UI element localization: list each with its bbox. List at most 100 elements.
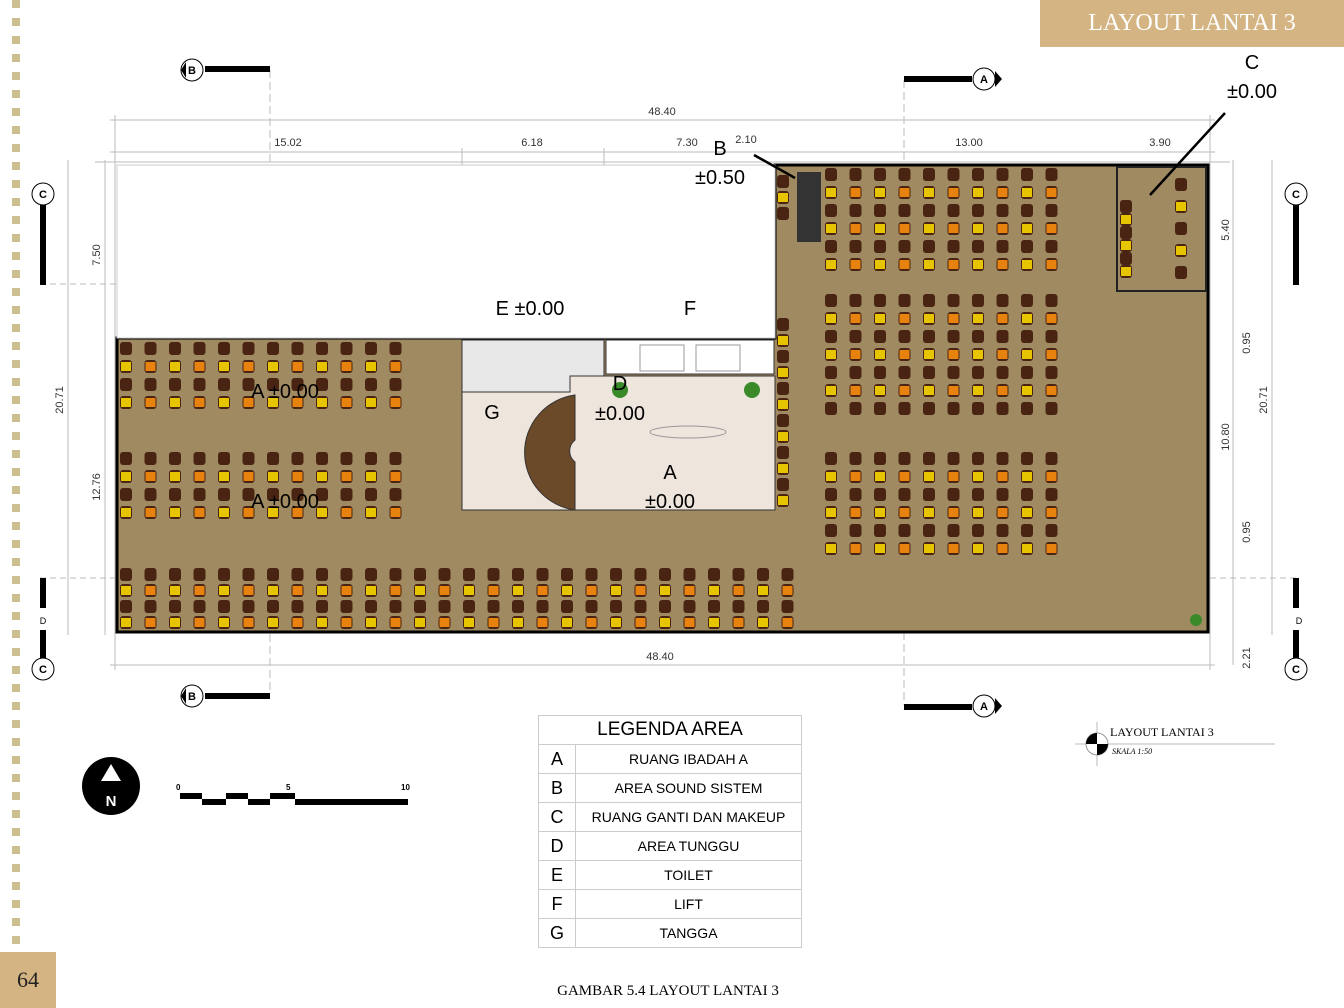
- chair: [1045, 330, 1058, 343]
- chair-seat: [973, 386, 983, 395]
- svg-text:D: D: [1296, 616, 1303, 626]
- chair: [365, 452, 377, 465]
- chair-seat: [684, 586, 695, 595]
- chair: [291, 568, 304, 581]
- chair-seat: [875, 224, 885, 233]
- chair: [463, 600, 475, 613]
- chair-seat: [464, 586, 474, 595]
- svg-text:A: A: [980, 74, 988, 86]
- chair: [267, 342, 279, 355]
- chair-seat: [145, 398, 156, 407]
- chair: [1021, 488, 1033, 501]
- chair: [972, 330, 984, 343]
- chair: [389, 378, 402, 391]
- chair-seat: [513, 618, 523, 627]
- chair: [777, 207, 789, 220]
- chair-seat: [390, 362, 401, 371]
- chair: [218, 342, 230, 355]
- chair-seat: [219, 508, 229, 517]
- chair: [218, 378, 230, 391]
- staircase: [524, 394, 576, 511]
- chair-seat: [292, 472, 303, 481]
- chair-seat: [924, 386, 934, 395]
- chair: [757, 568, 769, 581]
- chair: [267, 488, 279, 501]
- chair: [874, 240, 886, 253]
- chair-seat: [488, 618, 499, 627]
- chair-seat: [875, 260, 885, 269]
- chair-seat: [997, 188, 1008, 197]
- chair-seat: [366, 508, 376, 517]
- legend-key: E: [538, 860, 576, 890]
- chair: [898, 294, 911, 307]
- chair: [1021, 330, 1033, 343]
- chair: [291, 378, 304, 391]
- chair: [947, 330, 960, 343]
- area-labels: B ±0.50 C ±0.00 E ±0.00 F A ±0.00 A ±0.0…: [251, 52, 1277, 513]
- chair: [1021, 240, 1033, 253]
- chair-seat: [709, 618, 719, 627]
- chair: [316, 600, 328, 613]
- chair: [512, 600, 524, 613]
- chair-seat: [973, 188, 983, 197]
- chair-seat: [948, 386, 959, 395]
- chair: [732, 568, 745, 581]
- chair: [659, 600, 671, 613]
- chair: [825, 488, 837, 501]
- chair-seat: [317, 618, 327, 627]
- chair: [972, 240, 984, 253]
- chair-seat: [121, 472, 131, 481]
- dim-top-seg: 13.00: [955, 137, 983, 149]
- svg-text:0: 0: [176, 783, 181, 792]
- svg-text:A: A: [980, 701, 988, 713]
- chair-seat: [341, 618, 352, 627]
- chair-seat: [219, 618, 229, 627]
- chair-seat: [341, 508, 352, 517]
- chair: [849, 294, 862, 307]
- chair-seat: [1046, 260, 1057, 269]
- chair-seat: [850, 314, 861, 323]
- chair: [777, 382, 789, 395]
- chair: [585, 600, 598, 613]
- chair: [972, 168, 984, 181]
- chair: [193, 342, 206, 355]
- chair-seat: [875, 472, 885, 481]
- chair-seat: [899, 544, 910, 553]
- chair-seat: [875, 314, 885, 323]
- chair: [242, 488, 255, 501]
- label-a2-elev: ±0.00: [645, 491, 695, 513]
- svg-text:B: B: [188, 65, 196, 77]
- legend-title: LEGENDA AREA: [538, 715, 802, 745]
- label-e: E ±0.00: [496, 298, 565, 320]
- chair-seat: [1046, 472, 1057, 481]
- legend-label: TANGGA: [575, 918, 802, 948]
- sound-console: [797, 172, 821, 242]
- dim-left-total: 20.71: [54, 386, 66, 414]
- chair-seat: [292, 362, 303, 371]
- lift-shaft: [695, 344, 741, 372]
- chair-seat: [121, 586, 131, 595]
- chair: [947, 488, 960, 501]
- chair-seat: [1022, 188, 1032, 197]
- chair: [1045, 524, 1058, 537]
- chair-seat: [390, 618, 401, 627]
- chair-seat: [537, 618, 548, 627]
- chair-seat: [948, 508, 959, 517]
- chair: [825, 204, 837, 217]
- chair-seat: [899, 472, 910, 481]
- chair: [634, 600, 647, 613]
- chair-seat: [899, 314, 910, 323]
- chair: [825, 168, 837, 181]
- chair: [1045, 240, 1058, 253]
- chair-seat: [997, 544, 1008, 553]
- chair-seat: [611, 586, 621, 595]
- svg-text:C: C: [39, 189, 47, 201]
- chair: [634, 568, 647, 581]
- chair-seat: [899, 260, 910, 269]
- chair-seat: [1046, 224, 1057, 233]
- label-a2: A: [663, 462, 677, 484]
- chair: [874, 488, 886, 501]
- chair: [898, 452, 911, 465]
